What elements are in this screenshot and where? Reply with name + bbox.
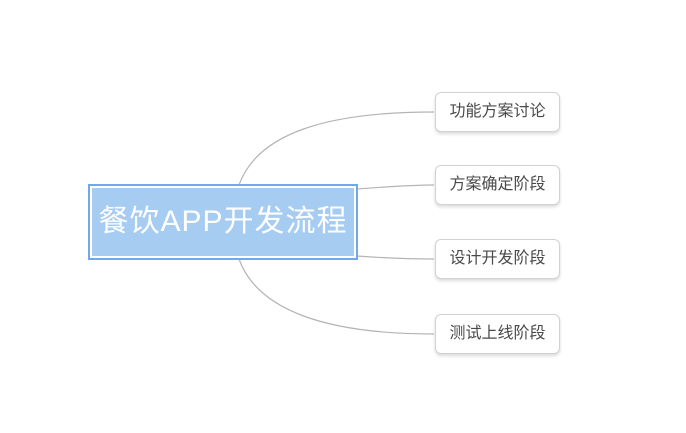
root-node-label: 餐饮APP开发流程 [98, 205, 348, 238]
root-node[interactable]: 餐饮APP开发流程 [88, 184, 358, 260]
branch-node-2[interactable]: 方案确定阶段 [435, 165, 560, 205]
branch-node-3[interactable]: 设计开发阶段 [435, 239, 560, 279]
connector-line-branch-3 [356, 255, 435, 260]
connector-line-branch-2 [356, 184, 435, 190]
branch-node-1[interactable]: 功能方案讨论 [435, 92, 560, 132]
branch-node-1-label: 功能方案讨论 [449, 103, 546, 120]
connector-line-branch-1 [238, 111, 435, 186]
branch-node-4-label: 测试上线阶段 [449, 325, 546, 342]
branch-node-4[interactable]: 测试上线阶段 [435, 314, 560, 354]
connector-line-branch-4 [238, 258, 435, 335]
branch-node-3-label: 设计开发阶段 [449, 250, 546, 267]
branch-node-2-label: 方案确定阶段 [449, 176, 546, 193]
